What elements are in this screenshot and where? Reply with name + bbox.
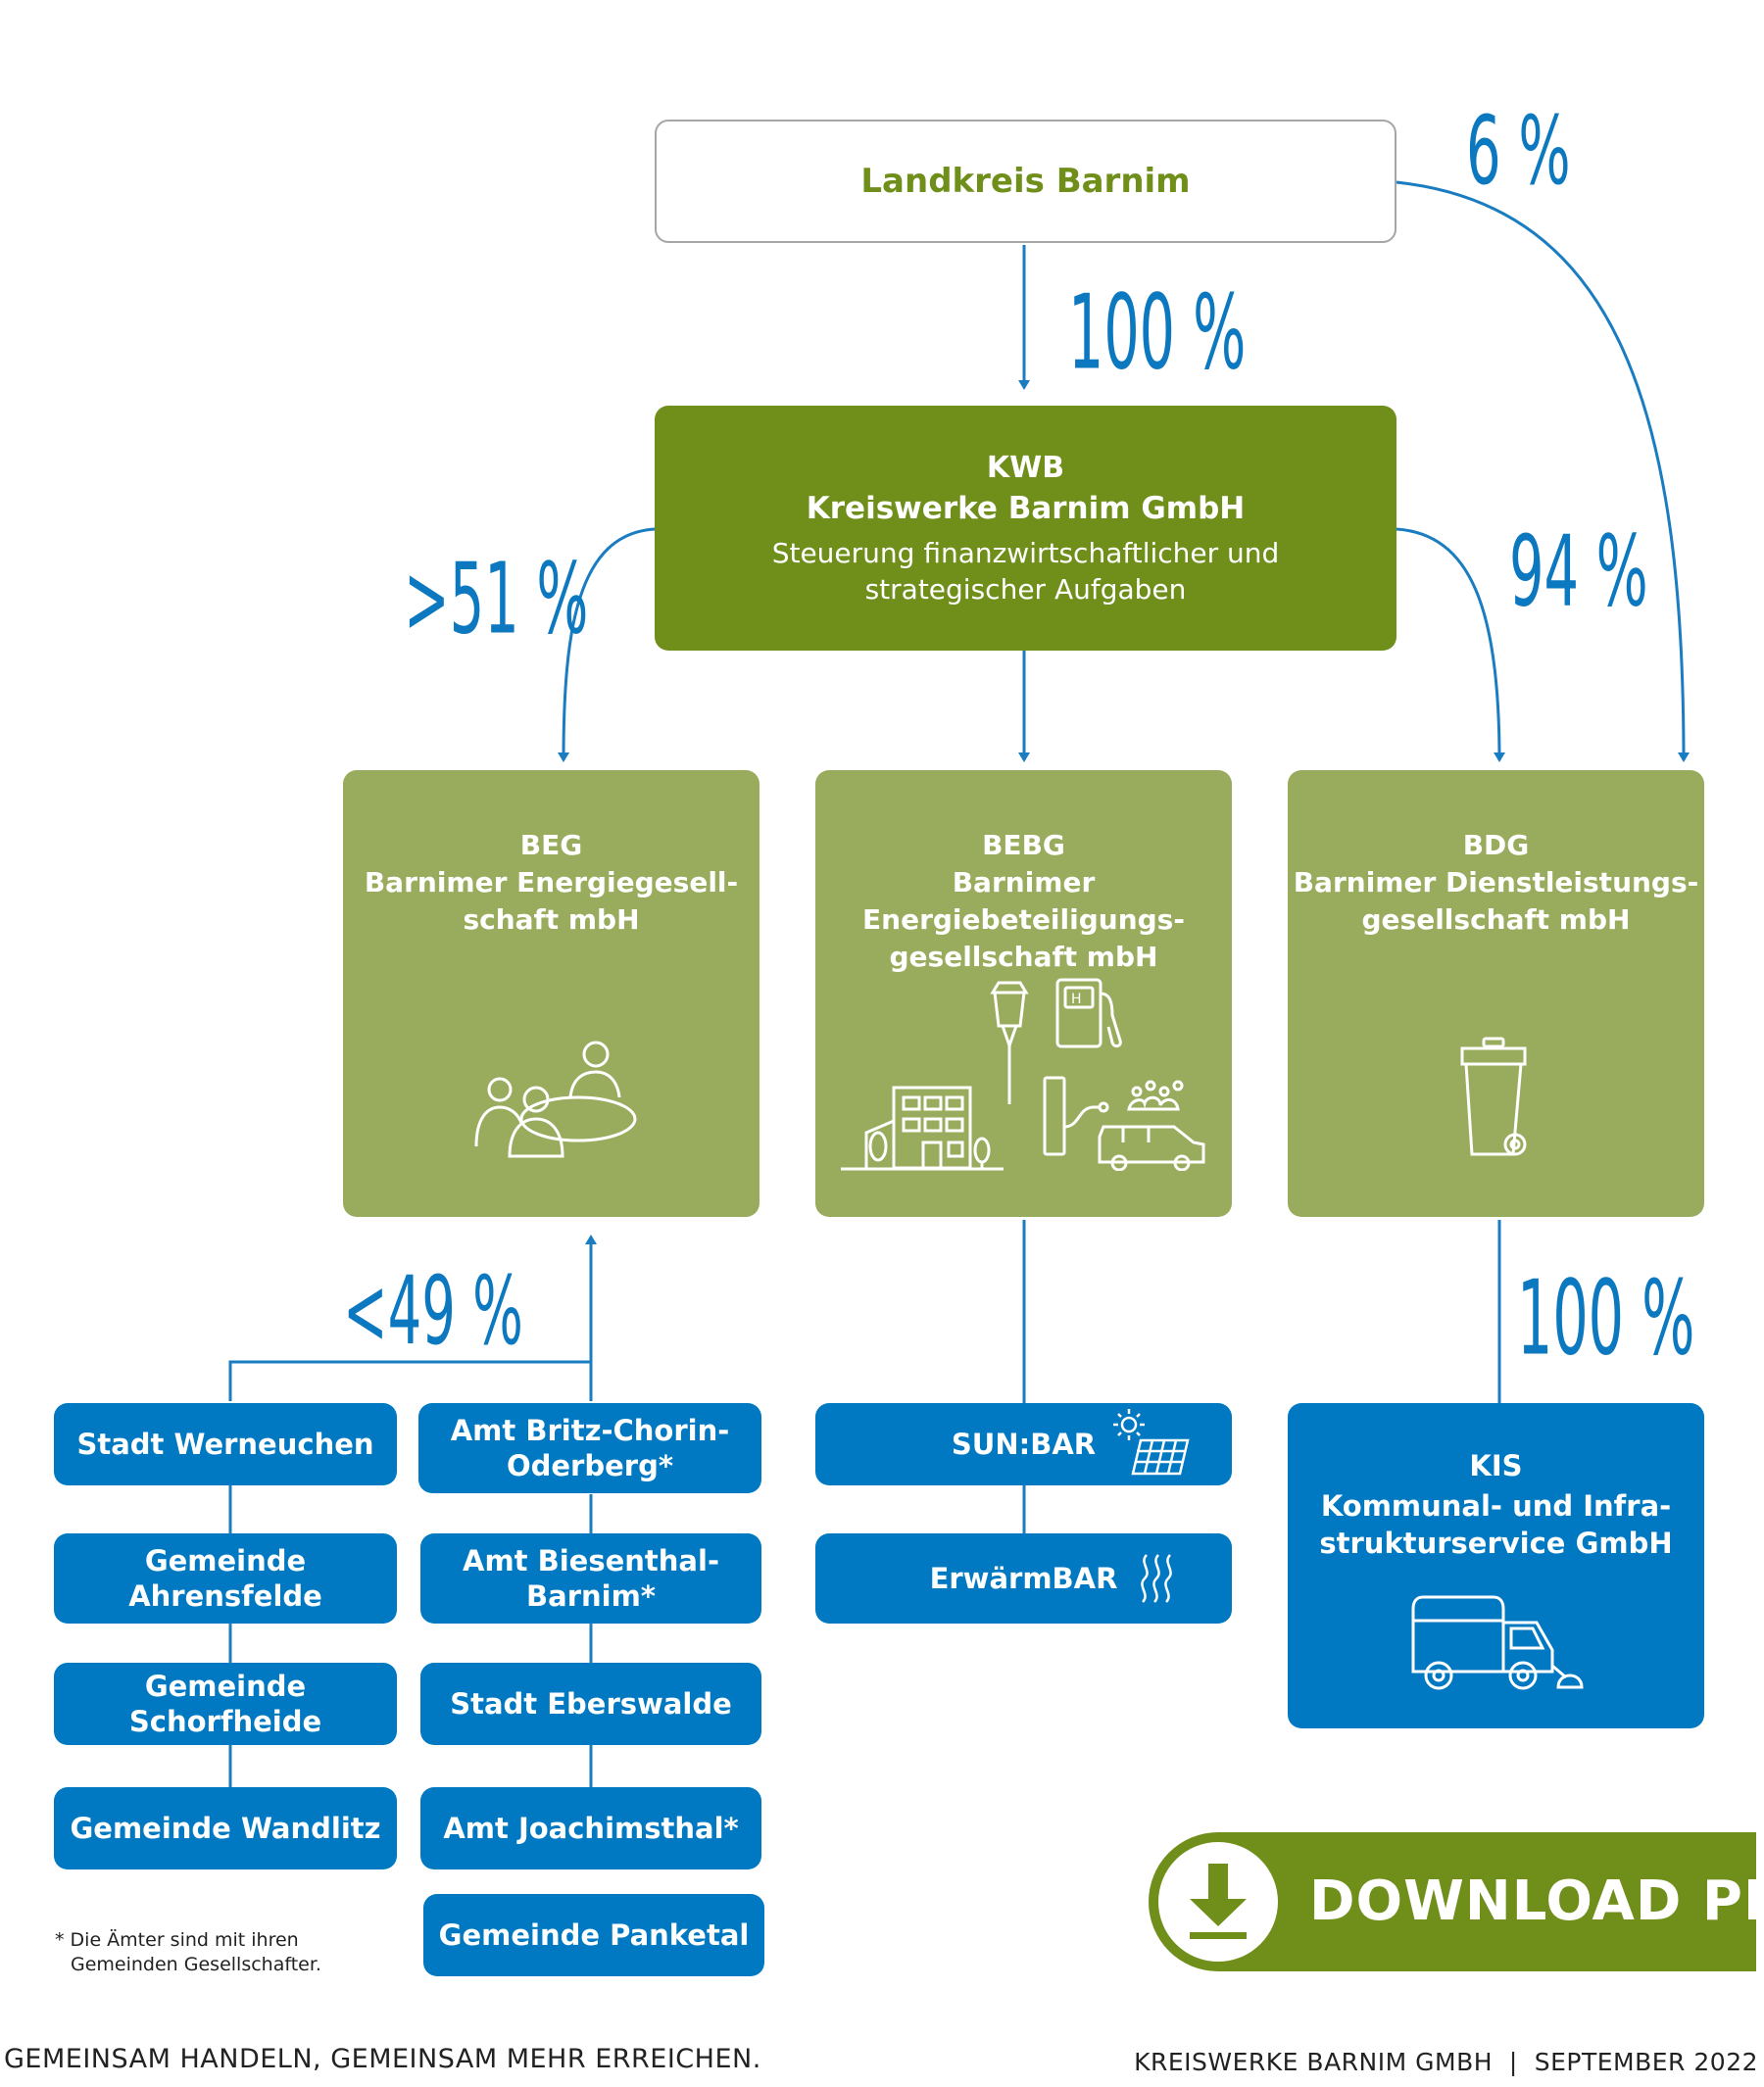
bebg-name-line2: gesellschaft mbH (889, 941, 1158, 973)
footnote-line1: * Die Ämter sind mit ihren (55, 1929, 299, 1951)
footnote-line2: Gemeinden Gesellschafter. (71, 1954, 321, 1975)
download-icon-circle (1158, 1842, 1278, 1962)
gemeinde-schorfheide[interactable]: Gemeinde Schorfheide (54, 1663, 397, 1745)
street-sweeper-icon (1411, 1595, 1584, 1690)
bdg-name-line2: gesellschaft mbH (1361, 903, 1631, 936)
pct-kwb-bdg: 94 % (1509, 515, 1648, 629)
footnote: * Die Ämter sind mit ihren Gemeinden Ges… (55, 1928, 321, 1977)
heat-waves-icon (1141, 1554, 1172, 1603)
kis-abbreviation: KIS (1469, 1449, 1523, 1482)
pct-gemeinden-beg: <49 % (343, 1256, 523, 1366)
svg-text:H: H (1071, 992, 1082, 1007)
bebg-abbreviation: BEBG (982, 829, 1065, 861)
kwb-abbreviation: KWB (986, 451, 1065, 485)
street-lamp-icon (990, 981, 1029, 1104)
kwb-description-line2: strategischer Aufgaben (864, 573, 1187, 606)
kwb-box[interactable]: KWB Kreiswerke Barnim GmbH Steuerung fin… (655, 406, 1396, 651)
arrow-kwb-bdg (1396, 527, 1505, 762)
download-arrow-icon (1190, 1864, 1247, 1939)
gemeinde-panketal[interactable]: Gemeinde Panketal (423, 1894, 764, 1976)
gemeinde-werneuchen[interactable]: Stadt Werneuchen (54, 1403, 397, 1485)
amt-joachimsthal[interactable]: Amt Joachimsthal* (420, 1787, 761, 1869)
building-icon (841, 1086, 1004, 1171)
bebg-name-line1: Barnimer Energiebeteiligungs- (862, 866, 1185, 936)
kwb-description-line1: Steuerung finanzwirtschaftlicher und (771, 537, 1280, 569)
bdg-abbreviation: BDG (1462, 829, 1530, 861)
gemeinde-wandlitz[interactable]: Gemeinde Wandlitz (54, 1787, 397, 1869)
kis-box[interactable]: KIS Kommunal- und Infra- strukturservice… (1288, 1403, 1704, 1728)
ev-charging-icon (1043, 1076, 1205, 1171)
amt-biesenthal-barnim[interactable]: Amt Biesenthal- Barnim* (420, 1533, 761, 1624)
amt-britz-chorin-oderberg[interactable]: Amt Britz-Chorin- Oderberg* (418, 1403, 761, 1493)
pct-landkreis-kwb: 100 % (1068, 272, 1247, 393)
bdg-box[interactable]: BDG Barnimer Dienstleistungs- gesellscha… (1288, 770, 1704, 1217)
download-pdf-label: DOWNLOAD PDF (1309, 1869, 1764, 1933)
arrow-kwb-beg (558, 527, 656, 762)
beg-name-line2: schaft mbH (463, 903, 640, 936)
erwaermbar-box[interactable]: ErwärmBAR (815, 1533, 1232, 1624)
beg-name-line1: Barnimer Energiegesell- (364, 866, 739, 898)
gemeinde-ahrensfelde[interactable]: Gemeinde Ahrensfelde (54, 1533, 397, 1624)
pct-bdg-kis: 100 % (1517, 1258, 1695, 1379)
waste-bin-icon (1460, 1037, 1527, 1156)
beg-box[interactable]: BEG Barnimer Energiegesell- schaft mbH (343, 770, 760, 1217)
landkreis-box[interactable]: Landkreis Barnim (655, 120, 1396, 243)
footer-company-date: KREISWERKE BARNIM GMBH | SEPTEMBER 2022 (1134, 2048, 1758, 2076)
kis-name-line1: Kommunal- und Infra- (1320, 1489, 1672, 1523)
pct-landkreis-bdg: 6 % (1466, 96, 1571, 206)
arrow-landkreis-bdg (1396, 180, 1690, 762)
beg-abbreviation: BEG (519, 829, 583, 861)
solar-panel-icon (1113, 1409, 1190, 1476)
download-pdf-button[interactable]: DOWNLOAD PDF (1149, 1832, 1764, 1971)
landkreis-label: Landkreis Barnim (860, 162, 1191, 201)
bdg-name-line1: Barnimer Dienstleistungs- (1293, 866, 1699, 898)
arrow-gemeinden-beg (228, 1235, 597, 1401)
meeting-people-icon (474, 1041, 637, 1158)
footer-slogan: GEMEINSAM HANDELN, GEMEINSAM MEHR ERREIC… (4, 2044, 761, 2074)
kwb-name: Kreiswerke Barnim GmbH (806, 491, 1246, 526)
kis-name-line2: strukturservice GmbH (1319, 1527, 1673, 1560)
stadt-eberswalde[interactable]: Stadt Eberswalde (420, 1663, 761, 1745)
hydrogen-pump-icon: H (1055, 978, 1122, 1048)
pct-kwb-beg: >51 % (404, 543, 589, 656)
